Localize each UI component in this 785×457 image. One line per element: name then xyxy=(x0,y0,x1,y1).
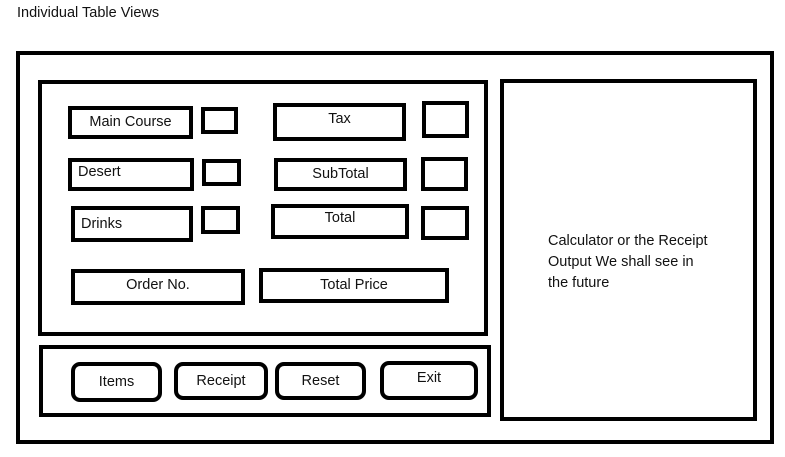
output-note-line-3: the future xyxy=(548,275,610,291)
subtotal-input[interactable] xyxy=(421,157,468,191)
reset-button[interactable]: Reset xyxy=(275,362,366,400)
output-note-line-2: Output We shall see in xyxy=(548,254,694,270)
total-input[interactable] xyxy=(421,206,469,240)
total-price-field[interactable]: Total Price xyxy=(259,268,449,303)
tax-input[interactable] xyxy=(422,101,469,138)
drinks-label: Drinks xyxy=(71,206,193,242)
exit-button[interactable]: Exit xyxy=(380,361,478,400)
items-button[interactable]: Items xyxy=(71,362,162,402)
receipt-output-panel: Calculator or the Receipt Output We shal… xyxy=(500,79,757,421)
tax-label: Tax xyxy=(273,103,406,141)
main-course-label: Main Course xyxy=(68,106,193,139)
subtotal-label: SubTotal xyxy=(274,158,407,191)
total-label: Total xyxy=(271,204,409,239)
main-course-input[interactable] xyxy=(201,107,238,134)
drinks-input[interactable] xyxy=(201,206,240,234)
order-number-field[interactable]: Order No. xyxy=(71,269,245,305)
desert-label: Desert xyxy=(68,158,194,191)
receipt-output-note: Calculator or the Receipt Output We shal… xyxy=(548,231,754,294)
output-note-line-1: Calculator or the Receipt xyxy=(548,233,708,249)
page-title: Individual Table Views xyxy=(17,5,160,21)
receipt-button[interactable]: Receipt xyxy=(174,362,268,400)
desert-input[interactable] xyxy=(202,159,241,186)
